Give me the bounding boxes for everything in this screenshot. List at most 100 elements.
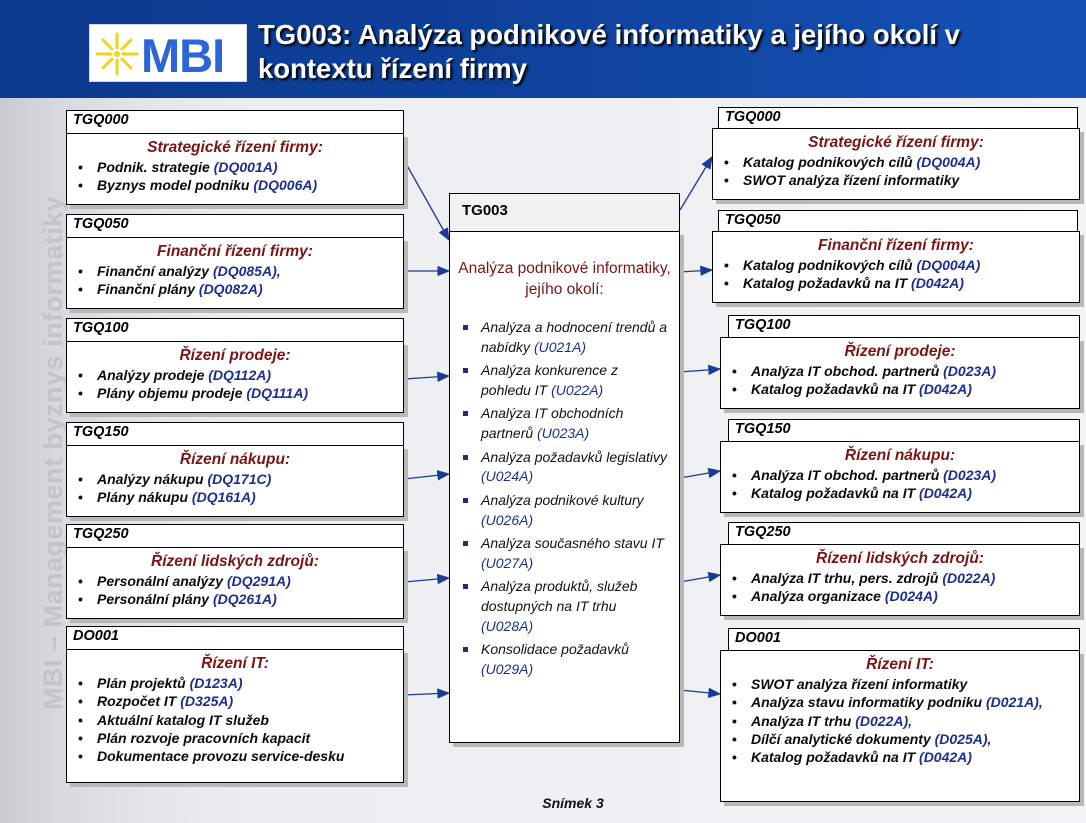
item-text: Katalog podnikových cílů: [743, 154, 917, 170]
item-text: SWOT analýza řízení informatiky: [743, 172, 960, 189]
item-text: Katalog požadavků na IT: [751, 485, 920, 502]
arrow-tgq150-in: [403, 470, 451, 481]
list-item: Dílčí analytické dokumenty (D025A),: [732, 730, 1079, 749]
item-code: (D022A): [942, 570, 996, 586]
item-text: Analýza IT trhu: [751, 712, 856, 729]
output-tag-tgq100: TGQ100: [728, 315, 1080, 339]
item-text: Rozpočet IT: [97, 693, 181, 710]
list-item: Analýza IT obchod. partnerů (D023A): [732, 466, 1079, 485]
item-text: Analýza konkurence z pohledu IT: [481, 362, 618, 398]
item-code: (DQ085A),: [212, 263, 281, 279]
list-item: Katalog podnikových cílů (DQ004A): [724, 153, 1079, 172]
item-text: Analýza IT obchod. partnerů: [751, 363, 944, 379]
arrow-tgq250-out: [679, 571, 722, 583]
input-box-list: Plán projektů (D123A)Rozpočet IT (D325A)…: [67, 674, 403, 766]
center-item: Analýza IT obchodních partnerů (U023A): [462, 404, 669, 444]
input-box-list: Analýzy nákupu (DQ171C)Plány nákupu (DQ1…: [67, 470, 403, 507]
item-code: (DQ004A): [916, 257, 981, 273]
output-box-tgq100: Řízení prodeje: Analýza IT obchod. partne…: [720, 337, 1080, 409]
item-text: Katalog požadavků na IT: [751, 381, 920, 398]
input-box-heading: Řízení lidských zdrojů:: [151, 553, 319, 570]
input-box-heading: Strategické řízení firmy:: [147, 139, 323, 156]
item-code: (U026A): [481, 511, 534, 528]
item-text: Byznys model podniku: [97, 177, 254, 194]
output-tag-do001: DO001: [728, 628, 1080, 652]
item-code: (U024A): [481, 468, 534, 485]
item-text: Konsolidace požadavků: [481, 641, 629, 658]
center-item: Analýza požadavků legislativy (U024A): [462, 448, 669, 488]
item-text: Analýza IT obchodních partnerů: [481, 405, 624, 442]
slide-number: Snímek 3: [542, 795, 604, 811]
item-code: (DQ171C): [207, 471, 272, 487]
input-box-heading: Finanční řízení firmy:: [157, 243, 313, 260]
input-box-tgq000: Strategické řízení firmy: Podnik. strateg…: [66, 133, 404, 205]
list-item: Podnik. strategie (DQ001A): [78, 158, 403, 177]
center-item: Analýza podnikové kultury (U026A): [462, 491, 669, 531]
center-item: Analýza produktů, služeb dostupných na I…: [462, 577, 669, 636]
output-box-list: SWOT analýza řízení informatikyAnalýza s…: [721, 675, 1079, 767]
output-box-heading: Strategické řízení firmy:: [808, 134, 984, 151]
list-item: Byznys model podniku (DQ006A): [78, 176, 403, 195]
item-code: (DQ006A): [253, 177, 318, 194]
output-box-tgq250: Řízení lidských zdrojů:Analýza IT trhu, …: [720, 544, 1080, 616]
output-box-heading: Řízení nákupu:: [844, 447, 956, 464]
item-code: (DQ291A): [226, 573, 291, 589]
list-item: Analýzy prodeje (DQ112A): [78, 366, 403, 385]
item-code: (D042A): [919, 485, 972, 502]
list-item: Katalog podnikových cílů (DQ004A): [724, 256, 1079, 275]
input-box-tgq250: Řízení lidských zdrojů: Personální analýz…: [66, 547, 404, 619]
input-box-do001: Řízení IT: Plán projektů (D123A)Rozpočet …: [66, 649, 404, 783]
slide-title: TG003: Analýza podnikové informatiky a j…: [258, 18, 1078, 86]
item-code: (D021A),: [985, 694, 1043, 711]
output-box-list: Analýza IT obchod. partnerů (D023A)Katal…: [721, 362, 1079, 399]
item-text: Plán rozvoje pracovních kapacit: [97, 729, 311, 746]
input-box-tgq150: Řízení nákupu:Analýzy nákupu (DQ171C)Plá…: [66, 445, 404, 517]
item-code: (D022A),: [855, 712, 913, 729]
item-text: Finanční plány: [97, 281, 199, 298]
item-code: (DQ112A): [208, 367, 272, 383]
item-code: (D023A): [943, 363, 997, 379]
title-line-1: TG003: Analýza podnikové informatiky a j…: [258, 19, 960, 50]
arrow-tgq000-in: [403, 159, 450, 242]
item-code: (D025A),: [934, 730, 992, 747]
item-text: Dokumentace provozu service-desku: [97, 748, 345, 765]
center-box: Analýza podnikové informatiky, jejího ok…: [449, 231, 680, 743]
mbi-logo: MBI: [89, 24, 247, 82]
output-box-tgq050: Finanční řízení firmy:Katalog podnikovýc…: [712, 231, 1080, 303]
list-item: Dokumentace provozu service-desku: [78, 747, 403, 766]
list-item: Plány nákupu (DQ161A): [78, 488, 403, 507]
list-item: Katalog požadavků na IT (D042A): [732, 748, 1079, 767]
arrow-do001-out: [679, 687, 722, 699]
item-text: Plány nákupu: [97, 489, 192, 506]
arrow-do001-in: [403, 688, 451, 699]
output-box-heading: Řízení IT:: [866, 656, 934, 673]
arrow-tgq150-out: [679, 467, 722, 479]
logo-text: MBI: [141, 29, 225, 82]
center-tag: TG003: [449, 193, 680, 232]
item-code: (DQ004A): [916, 154, 981, 170]
center-item: Analýza konkurence z pohledu IT (U022A): [462, 361, 669, 401]
item-code: (D325A): [180, 693, 234, 710]
center-list: Analýza a hodnocení trendů a nabídky (U0…: [450, 318, 679, 680]
item-code: (DQ082A): [198, 281, 263, 298]
output-box-heading: Řízení prodeje:: [844, 343, 956, 360]
center-item: Analýza současného stavu IT (U027A): [462, 534, 669, 574]
list-item: Personální analýzy (DQ291A): [78, 572, 403, 591]
item-code: (DQ001A): [213, 159, 278, 175]
item-text: Plány objemu prodeje: [97, 385, 247, 402]
item-code: (U027A): [481, 554, 534, 571]
list-item: Finanční analýzy (DQ085A),: [78, 262, 403, 281]
item-text: Katalog požadavků na IT: [743, 275, 912, 292]
item-text: Personální analýzy: [97, 573, 227, 589]
arrow-tgq250-in: [403, 573, 451, 585]
center-item: Analýza a hodnocení trendů a nabídky (U0…: [462, 318, 669, 358]
list-item: Katalog požadavků na IT (D042A): [732, 380, 1079, 399]
input-box-heading: Řízení prodeje:: [179, 347, 291, 364]
item-text: Katalog požadavků na IT: [751, 749, 920, 766]
input-tag-tgq100: TGQ100: [66, 318, 404, 342]
arrow-tgq000-out: [679, 155, 713, 211]
input-box-heading: Řízení IT:: [201, 655, 269, 672]
list-item: Plán projektů (D123A): [78, 674, 403, 693]
item-text: Katalog podnikových cílů: [743, 257, 917, 273]
